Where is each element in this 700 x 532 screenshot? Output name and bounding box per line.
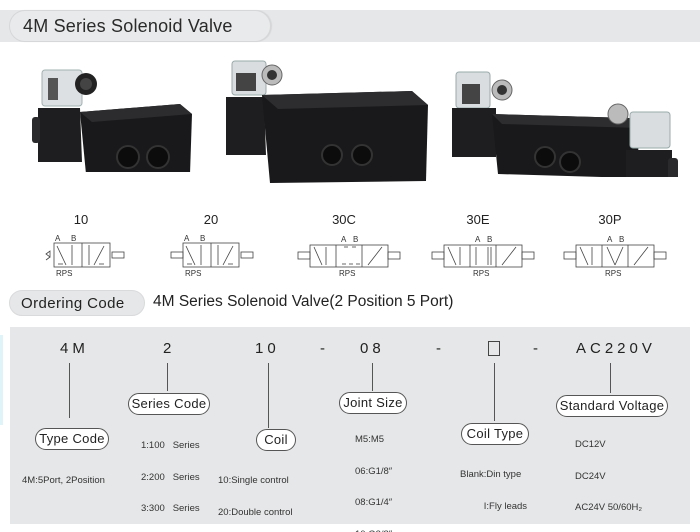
code-dash-1: -: [320, 340, 329, 357]
tag-standard-voltage: Standard Voltage: [556, 395, 668, 417]
svg-text:B: B: [353, 235, 358, 244]
valve-image-single: [32, 69, 192, 172]
valve-label-30p: 30P: [598, 212, 622, 227]
valve-label-10: 10: [73, 212, 89, 227]
symbol-30p: A B RPS: [563, 235, 667, 278]
valve-label-20: 20: [203, 212, 219, 227]
code-dash-2: -: [436, 340, 445, 357]
list-series-code: 1:100 Series 2:200 Series 3:300 Series 4…: [141, 440, 200, 514]
list-standard-voltage: DC12V DC24V AC24V 50/60H₂ AC110V 50/60H₂…: [575, 439, 643, 513]
line-joint: [372, 363, 373, 391]
line-voltage: [610, 363, 611, 393]
valve-image-three-position: [452, 71, 678, 177]
ordering-code-description: 4M Series Solenoid Valve(2 Position 5 Po…: [153, 293, 454, 310]
valve-label-30c: 30C: [332, 212, 356, 227]
side-accent: [0, 335, 3, 425]
svg-text:RPS: RPS: [605, 269, 621, 278]
page-title: 4M Series Solenoid Valve: [23, 16, 233, 36]
line-series: [167, 363, 168, 391]
list-type-code: 4M:5Port, 2Position: [22, 475, 105, 486]
code-coil: 10: [255, 340, 280, 357]
svg-text:RPS: RPS: [185, 269, 201, 278]
line-type: [69, 363, 70, 418]
list-joint-size: M5:M5 06:G1/8″ 08:G1/4″ 10:G3/8″ 15:G1/2…: [355, 434, 393, 532]
svg-text:A: A: [475, 235, 481, 244]
svg-text:A: A: [55, 234, 61, 243]
svg-text:B: B: [487, 235, 492, 244]
valve-image-double: [226, 60, 428, 183]
svg-text:A: A: [184, 234, 190, 243]
svg-text:A: A: [607, 235, 613, 244]
ordering-code-panel: [10, 327, 690, 524]
tag-coil-type: Coil Type: [461, 423, 529, 445]
svg-text:B: B: [619, 235, 624, 244]
code-joint: 08: [360, 340, 385, 357]
ordering-code-label: Ordering Code: [21, 295, 125, 312]
svg-text:RPS: RPS: [339, 269, 355, 278]
svg-text:A: A: [341, 235, 347, 244]
tag-coil: Coil: [256, 429, 296, 451]
line-coil-type: [494, 363, 495, 421]
tag-joint-size: Joint Size: [339, 392, 407, 414]
code-coil-type-placeholder: [488, 341, 500, 356]
tag-series-code: Series Code: [128, 393, 210, 415]
symbol-20: A B RPS: [170, 234, 254, 278]
code-dash-3: -: [533, 340, 542, 357]
svg-text:RPS: RPS: [56, 269, 72, 278]
tag-type-code: Type Code: [35, 428, 109, 450]
list-coil: 10:Single control 20:Double control 30C:…: [218, 475, 293, 518]
svg-text:B: B: [71, 234, 76, 243]
symbol-10: A B RPS: [45, 234, 125, 278]
symbol-30e: A B RPS: [431, 235, 535, 278]
valve-label-30e: 30E: [466, 212, 490, 227]
code-series: 2: [163, 340, 176, 357]
code-voltage: AC220V: [576, 340, 656, 357]
symbol-30c: A B RPS: [297, 235, 401, 278]
list-coil-type: Blank:Din type I:Fly leads: [460, 469, 528, 512]
code-type: 4M: [60, 340, 89, 357]
ordering-code-pill: Ordering Code: [9, 290, 145, 316]
svg-text:RPS: RPS: [473, 269, 489, 278]
page-title-pill: 4M Series Solenoid Valve: [9, 10, 271, 42]
line-coil: [268, 363, 269, 428]
svg-text:B: B: [200, 234, 205, 243]
